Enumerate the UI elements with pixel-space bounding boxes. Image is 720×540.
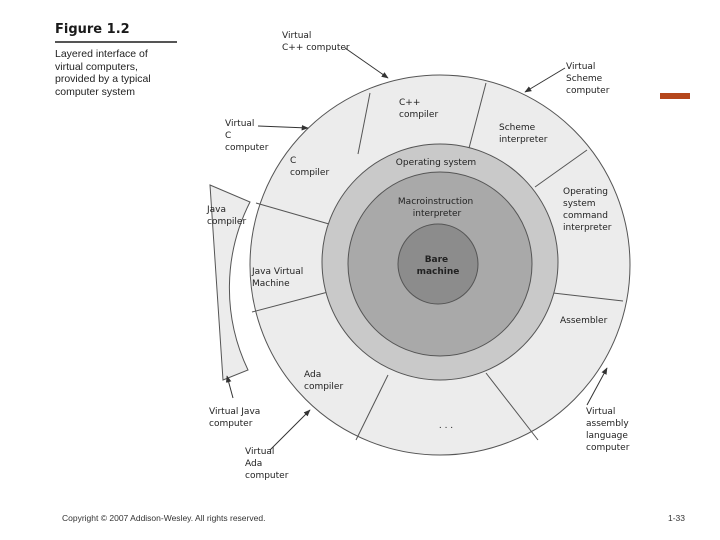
- divider: [357, 92, 371, 155]
- divider: [251, 291, 329, 313]
- bare-machine-core: [397, 223, 479, 305]
- core-label: Bare machine: [417, 255, 460, 277]
- java-compiler-tab: [209, 184, 251, 381]
- jvm-label: Java Virtual Machine: [251, 267, 306, 289]
- copyright-notice: Copyright © 2007 Addison-Wesley. All rig…: [62, 513, 266, 523]
- arrows: [225, 47, 608, 451]
- caption-line: Layered interface of: [55, 48, 148, 60]
- virtual-cpp-label: Virtual C++ computer: [282, 31, 350, 53]
- operating-system-label: Operating system: [396, 158, 476, 168]
- arrow-cpp: [344, 47, 389, 79]
- scheme-interpreter-label: Scheme interpreter: [499, 123, 548, 145]
- virtual-c-label: Virtual C computer: [225, 119, 269, 153]
- arrow-ada: [269, 409, 311, 451]
- caption-line: virtual computers,: [55, 60, 138, 73]
- virtual-ada-label: Virtual Ada computer: [245, 447, 289, 481]
- virtual-assembly-label: Virtual assembly language computer: [586, 407, 632, 453]
- caption-line: computer system: [55, 85, 135, 98]
- virtual-java-label: Virtual Java computer: [209, 407, 263, 429]
- divider: [467, 82, 487, 153]
- os-command-interpreter-label: Operating system command interpreter: [563, 187, 612, 233]
- segment-dividers: [251, 82, 624, 441]
- divider: [485, 372, 539, 441]
- arrow-c: [257, 124, 309, 131]
- arrow-java: [225, 375, 234, 399]
- divider: [355, 374, 389, 441]
- divider: [255, 202, 330, 225]
- virtual-scheme-label: Virtual Scheme computer: [566, 62, 610, 96]
- ellipsis-label: . . .: [439, 421, 453, 431]
- divider: [552, 292, 624, 302]
- figure-caption: Figure 1.2 Layered interface of virtual …: [55, 22, 180, 98]
- accent-bar: [660, 93, 690, 99]
- arrow-assembly: [586, 367, 608, 406]
- ada-compiler-label: Ada compiler: [304, 370, 343, 392]
- divider: [534, 149, 588, 188]
- page-number: 1-33: [668, 513, 686, 523]
- caption-rule: [55, 41, 177, 43]
- arrow-scheme: [524, 67, 566, 93]
- figure-description: Layered interface of virtual computers, …: [55, 48, 180, 98]
- java-compiler-label: Java compiler: [206, 205, 246, 227]
- macroinstruction-label: Macroinstruction interpreter: [398, 197, 476, 219]
- c-compiler-label: C compiler: [290, 156, 329, 178]
- assembler-label: Assembler: [560, 316, 608, 326]
- cpp-compiler-label: C++ compiler: [399, 98, 438, 120]
- figure-title: Figure 1.2: [55, 22, 130, 37]
- caption-line: provided by a typical: [55, 73, 151, 85]
